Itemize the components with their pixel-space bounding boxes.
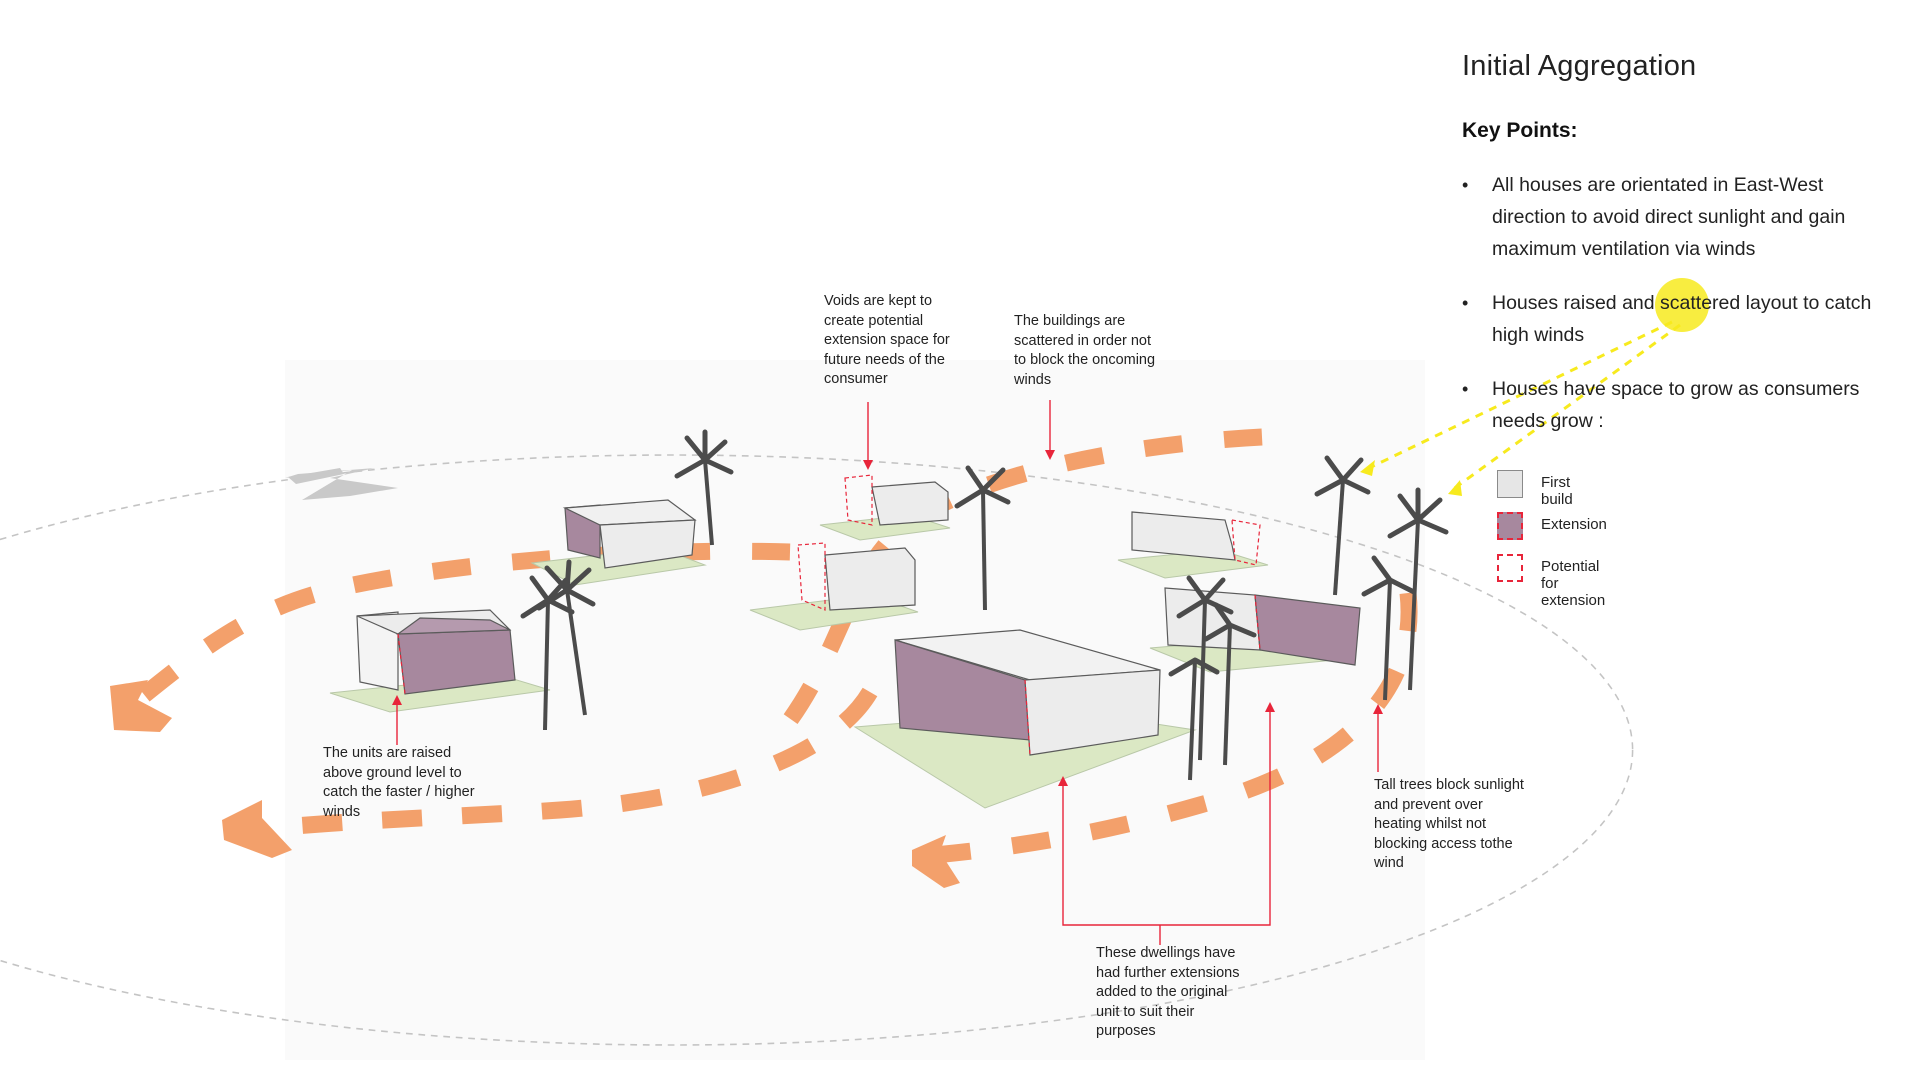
key-points-list: All houses are orientated in East-West d… (1462, 169, 1902, 437)
palm-tree-icon (1168, 657, 1220, 781)
buildings (356, 474, 1361, 756)
page-title: Initial Aggregation (1462, 50, 1697, 82)
north-arrow-icon (285, 468, 398, 500)
key-points-heading: Key Points: (1462, 119, 1578, 142)
palm-tree-icon (954, 465, 1011, 611)
wind-flow-arrows (132, 428, 1418, 864)
potential-swatch-icon (1497, 554, 1523, 582)
building-large (894, 629, 1161, 756)
building-middle (797, 542, 916, 611)
palm-tree-icon (674, 429, 734, 546)
key-point-item: Houses raised and scattered layout to ca… (1462, 287, 1902, 351)
key-point-item: Houses have space to grow as consumers n… (1462, 373, 1902, 437)
palm-tree-icon (1314, 455, 1371, 596)
key-point-item: All houses are orientated in East-West d… (1462, 169, 1902, 265)
legend-label: Extension (1541, 516, 1607, 533)
annotation-tall-trees: Tall trees block sunlight and prevent ov… (1374, 777, 1524, 871)
building-left (356, 609, 516, 695)
legend-label: First build (1541, 474, 1573, 508)
wind-flow-arrow-inner (934, 592, 1418, 864)
palm-tree-icon (1387, 487, 1449, 691)
building-top-middle (844, 474, 949, 526)
annotation-voids: Voids are kept to create potential exten… (824, 293, 950, 387)
legend-label: Potential for extension (1541, 558, 1606, 609)
annotation-extensions: These dwellings have had further extensi… (1096, 945, 1240, 1039)
first-build-swatch-icon (1497, 470, 1523, 498)
building-right-ext (1164, 587, 1361, 666)
wind-flow-arrow-mid (132, 542, 791, 707)
site-boundary (0, 454, 1634, 1046)
wind-arrowheads (110, 680, 960, 888)
palm-tree-icon (1361, 555, 1417, 701)
building-right-top (1131, 511, 1261, 566)
palm-tree-icon (1203, 602, 1257, 766)
extension-swatch-icon (1497, 512, 1523, 540)
wind-flow-arrow-outer (783, 428, 1263, 725)
annotation-scattered: The buildings are scattered in order not… (1014, 313, 1156, 388)
key-points-panel: Initial Aggregation Key Points: All hous… (1462, 50, 1902, 459)
palm-trees (520, 429, 1449, 781)
annotation-raised: The units are raised above ground level … (323, 745, 475, 820)
building-top-left (562, 499, 697, 569)
palm-tree-icon (520, 575, 575, 731)
annotation-pointers (392, 400, 1383, 945)
wind-flow-arrow-bottom (249, 687, 878, 839)
